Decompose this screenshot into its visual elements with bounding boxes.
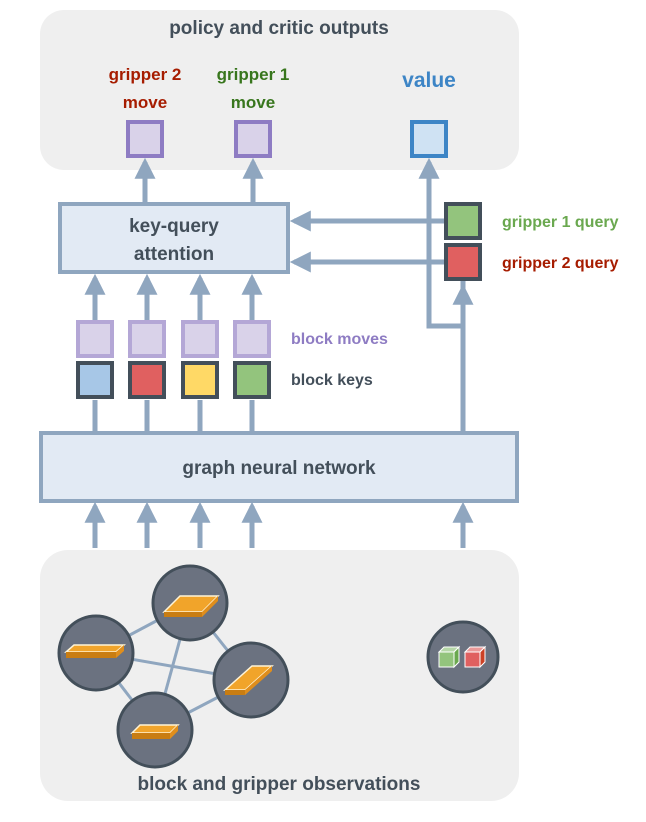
block-icon: [64, 644, 126, 658]
gripper2-query-label: gripper 2 query: [502, 255, 619, 272]
block-key-square-2: [128, 361, 166, 399]
block-key-square-4: [233, 361, 271, 399]
observations-panel-title: block and gripper observations: [138, 774, 421, 795]
block-move-square-1: [76, 320, 114, 358]
block-icon: [130, 724, 180, 739]
gripper1-query-square: [444, 202, 482, 240]
block-node-1: [151, 564, 229, 642]
block-icon: [223, 665, 274, 695]
block-move-square-2: [128, 320, 166, 358]
block-moves-row: [76, 320, 271, 358]
outputs-panel-title: policy and critic outputs: [169, 18, 389, 39]
value-label: value: [402, 69, 456, 92]
value-output-square: [410, 120, 448, 158]
gripper-node: [426, 620, 500, 694]
gnn-box: [39, 431, 519, 503]
block-node-3: [212, 641, 290, 719]
attention-label-line2: attention: [134, 244, 214, 265]
gnn-label: graph neural network: [182, 458, 376, 479]
block-node-2: [57, 614, 135, 692]
gripper1-move-output-square: [234, 120, 272, 158]
block-node-4: [116, 691, 194, 769]
gripper1-move-label-line2: move: [231, 93, 275, 112]
block-key-square-1: [76, 361, 114, 399]
block-icon: [162, 595, 220, 617]
green-cube-icon: [437, 645, 461, 669]
gripper1-query-label: gripper 1 query: [502, 214, 619, 231]
block-moves-label: block moves: [291, 331, 388, 348]
arrows: [84, 157, 474, 548]
gripper2-query-square: [444, 243, 482, 281]
gripper2-move-label-line1: gripper 2: [109, 65, 182, 84]
block-move-square-4: [233, 320, 271, 358]
attention-box: [58, 202, 290, 274]
gripper2-move-output-square: [126, 120, 164, 158]
gripper2-move-label-line2: move: [123, 93, 167, 112]
block-move-square-3: [181, 320, 219, 358]
block-key-square-3: [181, 361, 219, 399]
block-keys-row: [76, 361, 271, 399]
block-keys-label: block keys: [291, 372, 373, 389]
gripper1-move-label-line1: gripper 1: [217, 65, 290, 84]
red-cube-icon: [463, 645, 487, 669]
attention-label-line1: key-query: [129, 216, 219, 237]
